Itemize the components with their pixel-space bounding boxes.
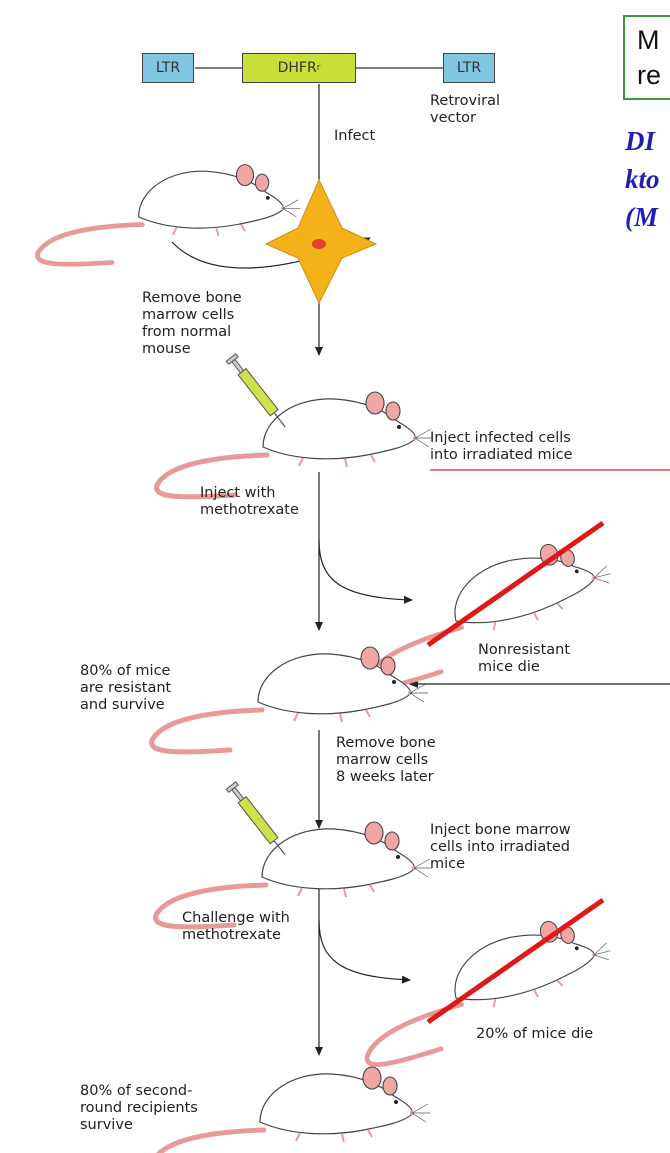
infect-label: Infect [334,128,375,145]
arrow-to-die-20 [319,920,410,980]
mouse-normal-donor [37,165,300,265]
infected-cell [266,180,376,303]
second-round-label: 80% of second- round recipients survive [80,1083,198,1134]
dhfr-label: DHFR [278,60,317,76]
retroviral-vector-label: Retroviral vector [430,93,500,127]
ltr-right-label: LTR [457,60,481,76]
inject-bone-marrow-label: Inject bone marrow cells into irradiated… [430,822,571,873]
arrow-to-nonresistant [319,540,412,600]
mice-die-20-label: 20% of mice die [476,1026,593,1043]
resistant-survive-label: 80% of mice are resistant and survive [80,663,171,714]
inject-methotrexate-label: Inject with methotrexate [200,485,299,519]
side-note: DI kto (M [625,122,670,236]
dhfr-superscript: r [317,63,321,73]
nonresistant-die-label: Nonresistant mice die [478,642,570,676]
ltr-right-box: LTR [443,53,495,83]
ltr-left-box: LTR [142,53,194,83]
challenge-label: Challenge with methotrexate [182,910,290,944]
mouse-injected [157,392,433,497]
inject-infected-label: Inject infected cells into irradiated mi… [430,430,573,464]
remove-marrow-label: Remove bone marrow cells from normal mou… [142,290,242,358]
callout-box: M re [623,15,670,100]
ltr-left-label: LTR [156,60,180,76]
mouse-20-die [345,908,624,1068]
remove-marrow-later-label: Remove bone marrow cells 8 weeks later [336,735,436,786]
